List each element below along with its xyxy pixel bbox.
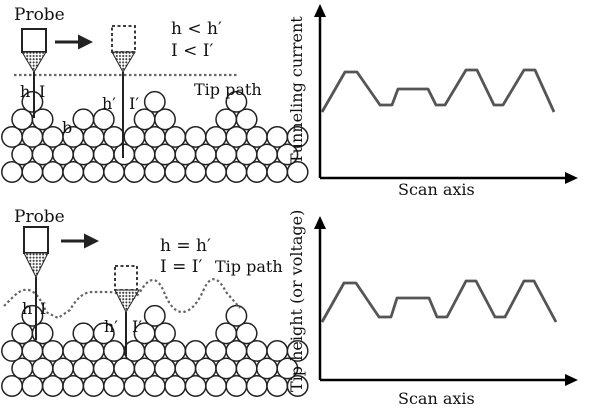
probe-label-top: Probe <box>14 5 65 25</box>
atom <box>184 339 207 362</box>
current-label-left-top: I <box>39 82 45 101</box>
current-label-right-top: I′ <box>129 94 139 113</box>
x-axis-label-top: Scan axis <box>398 180 475 199</box>
arrow-up-icon <box>314 216 326 229</box>
tunneling-current-signal <box>320 68 556 113</box>
gap-label-right-bottom: h′ <box>104 317 118 336</box>
surface-atoms-top <box>1 90 309 183</box>
atom <box>286 375 309 397</box>
tip-path-label-top: Tip path <box>194 80 262 99</box>
probe-left-top <box>21 28 47 118</box>
atom <box>72 108 95 131</box>
arrow-right-icon <box>565 374 578 386</box>
probe-left-bottom <box>23 226 49 340</box>
atom <box>276 143 299 166</box>
atom <box>143 304 166 327</box>
gap-label-left-bottom: h <box>22 299 32 318</box>
surface-atoms-bottom <box>1 304 309 397</box>
condition-note-1-top: h < h′ <box>171 19 222 39</box>
site-label-b: b <box>62 118 72 137</box>
probe-label-bottom: Probe <box>14 207 65 227</box>
panel-constant-current: Probe h I h′ I′ h = h′ I = I′ Tip path T… <box>1 207 578 408</box>
current-label-right-bottom: I′ <box>132 317 142 336</box>
gap-label-right-top: h′ <box>102 94 116 113</box>
tip-path-label-bottom: Tip path <box>215 257 283 276</box>
y-axis-label-bottom: Tip height (or voltage) <box>287 210 306 392</box>
atom <box>286 125 309 148</box>
gap-label-left-top: h <box>20 82 30 101</box>
panel-constant-height: Probe h I h′ I′ h < h′ I < I′ Tip path b… <box>1 4 578 199</box>
atom <box>266 339 289 362</box>
atom <box>225 304 248 327</box>
atom <box>31 108 54 131</box>
atom <box>286 339 309 362</box>
atom <box>21 90 44 113</box>
atom <box>31 322 54 345</box>
atom <box>154 322 176 345</box>
atom <box>286 161 309 183</box>
condition-note-2-bottom: I = I′ <box>160 257 202 277</box>
condition-note-1-bottom: h = h′ <box>160 236 211 256</box>
atom <box>72 322 95 345</box>
atom <box>143 90 166 113</box>
arrow-up-icon <box>314 4 326 17</box>
condition-note-2-top: I < I′ <box>171 41 213 61</box>
chart-tunneling-current: Tunneling current Scan axis <box>287 4 578 199</box>
arrow-right-icon <box>565 172 578 184</box>
atom <box>21 304 44 327</box>
tip-height-signal <box>320 279 558 323</box>
atom <box>154 108 176 131</box>
atom <box>92 108 115 131</box>
probe-right-bottom <box>114 265 140 356</box>
atom <box>92 322 115 345</box>
atom <box>235 322 258 345</box>
atom <box>225 90 248 113</box>
chart-tip-height: Tip height (or voltage) Scan axis <box>287 210 578 408</box>
atom <box>184 125 207 148</box>
atom <box>266 125 289 148</box>
current-label-left-bottom: I <box>40 299 46 318</box>
y-axis-label-top: Tunneling current <box>287 16 306 164</box>
atom <box>276 357 299 380</box>
atom <box>235 108 258 131</box>
probe-right-top <box>111 25 136 158</box>
x-axis-label-bottom: Scan axis <box>398 389 475 408</box>
